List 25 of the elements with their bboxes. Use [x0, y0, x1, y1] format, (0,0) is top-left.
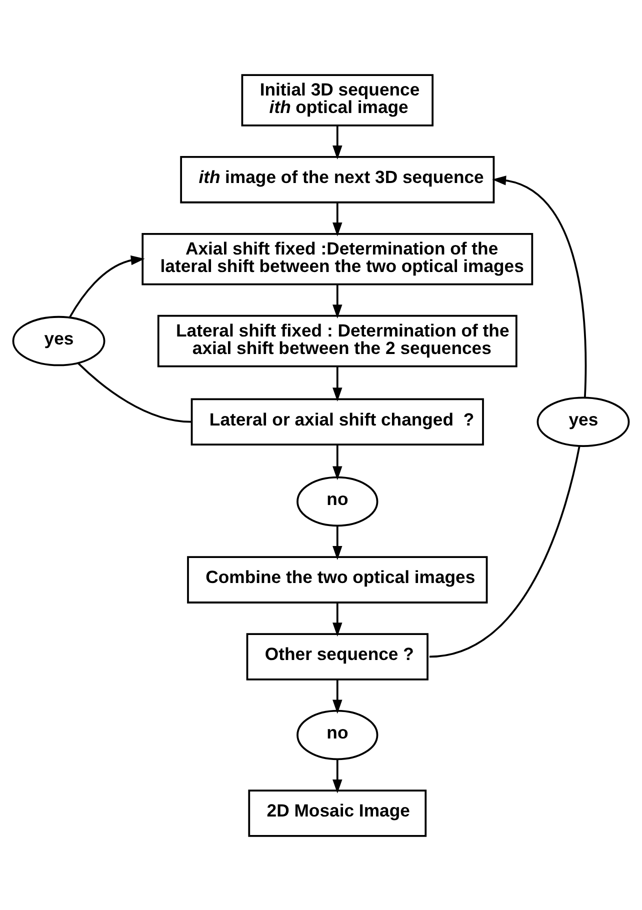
arrow: [332, 444, 342, 480]
arrow: [332, 125, 342, 159]
arrow: [332, 284, 342, 318]
node-box: Axial shift fixed :Determination of the lateral shift between the two optical images: [142, 232, 534, 285]
arrow: [68, 254, 145, 318]
node-box: Initial 3D sequence ith optical image: [241, 74, 434, 126]
node-ellipse: no: [296, 709, 378, 760]
node-ellipse: no: [296, 476, 378, 526]
node-box: Lateral or axial shift changed ?: [190, 398, 484, 445]
node-ellipse: yes: [536, 396, 630, 446]
arrow: [332, 525, 342, 560]
arrow: [332, 602, 342, 636]
arrow: [332, 678, 342, 714]
arrow: [332, 366, 342, 402]
arrow: [332, 758, 342, 793]
node-box: Lateral shift fixed : Determination of the axial shift between the 2 sequences: [157, 314, 518, 367]
arrow: [332, 202, 342, 236]
connector: [429, 445, 580, 658]
node-box: ith image of the next 3D sequence: [180, 156, 495, 203]
node-box: Other sequence ?: [246, 632, 428, 680]
node-box: Combine the two optical images: [187, 556, 488, 603]
connector: [77, 362, 192, 422]
node-ellipse: yes: [12, 315, 106, 366]
arrow: [492, 175, 587, 398]
node-box: 2D Mosaic Image: [248, 789, 427, 836]
